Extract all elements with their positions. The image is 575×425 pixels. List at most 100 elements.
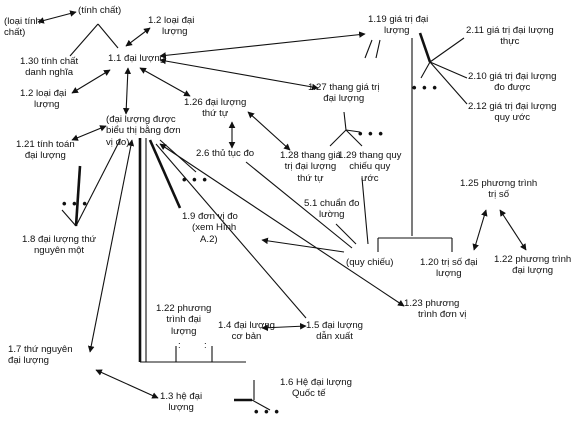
- node-line: 1.2 loại đại: [20, 88, 67, 99]
- node-1-6-he-quoc-te: 1.6 Hệ đại lượng Quốc tế: [280, 377, 352, 400]
- ellipsis-1-8: • • •: [62, 196, 88, 211]
- node-line: 1.22 phương: [156, 303, 212, 314]
- node-1-1-dai-luong: 1.1 đại lượng: [108, 53, 165, 64]
- node-line: trị số: [488, 189, 510, 201]
- link-tinh-chat-1-1: [97, 23, 119, 49]
- node-tinh-chat: (tính chất): [78, 5, 121, 16]
- node-line: quy ước: [494, 112, 531, 124]
- node-line: 1.5 đại lượng: [306, 320, 363, 331]
- node-line: 1.21 tính toán: [16, 139, 75, 150]
- node-line: 1.20 trị số đại: [420, 257, 478, 268]
- node-line: 1.6 Hệ đại lượng: [280, 377, 352, 388]
- node-1-4-dai-luong-co-ban: 1.4 đại lượng cơ bản: [218, 320, 275, 343]
- node-line: A.2): [200, 233, 218, 245]
- node-1-3-he-dai-luong: 1.3 hệ đại lượng: [160, 391, 202, 414]
- link-loai-tinh-chat-tinh-chat: [37, 10, 77, 24]
- node-2-11-gia-tri-thuc: 2.11 giá trị đại lượng thực: [466, 25, 554, 48]
- node-line: đại lượng: [512, 265, 554, 277]
- node-line: 2.12 giá trị đại lượng: [468, 101, 557, 112]
- link-1-27-1-29: [345, 129, 363, 147]
- colon-1-4: :: [204, 340, 207, 351]
- node-line: trình đơn vị: [418, 309, 467, 321]
- node-line: 2.6 thủ tục đo: [196, 148, 255, 159]
- node-line: 1.27 thang giá trị: [308, 82, 380, 93]
- node-line: đại lượng: [8, 355, 49, 367]
- node-line: lượng: [34, 99, 60, 111]
- node-line: 1.29 thang quy: [338, 150, 402, 161]
- node-2-12-gia-tri-quy-uoc: 2.12 giá trị đại lượng quy ước: [468, 101, 556, 124]
- node-line: thực: [500, 36, 520, 48]
- node-line: đại lượng: [24, 150, 66, 162]
- node-2-6-thu-tuc-do: 2.6 thủ tục đo: [196, 148, 254, 159]
- node-1-9-don-vi-do: 1.9 đơn vị đo (xem Hình A.2): [182, 211, 238, 245]
- node-line: trị đại lượng: [284, 161, 337, 173]
- link-1-25-1-22: [499, 209, 527, 251]
- link-1-19-2-10: [429, 61, 468, 79]
- node-line: 1.1 đại lượng: [108, 53, 165, 64]
- link-1-19-2-12: [429, 61, 468, 105]
- link-bieu-thi-1-8: [75, 139, 121, 227]
- node-line: thứ tự: [297, 172, 324, 184]
- link-1-9-1-23: [159, 143, 405, 307]
- node-1-21-tinh-toan: 1.21 tính toán đại lượng: [16, 139, 75, 162]
- ellipsis-1-6: • • •: [254, 404, 280, 419]
- node-line: (quy chiếu): [346, 257, 394, 268]
- colon-1-22: :: [178, 340, 181, 351]
- node-1-23-phuong-trinh-don-vi: 1.23 phương trình đơn vị: [404, 298, 466, 321]
- node-bieu-thi-bang-don-vi-do: (đại lượng được biểu thị bằng đơn vị đo): [106, 114, 181, 148]
- node-line: danh nghĩa: [25, 67, 74, 79]
- link-1-1-1-26: [139, 67, 191, 97]
- node-line: đo được: [494, 82, 531, 94]
- node-5-1-chuan-do-luong: 5.1 chuẩn đo lường: [304, 198, 359, 221]
- node-line: lượng: [436, 268, 462, 280]
- link-1-19-fork-a: [364, 39, 373, 59]
- node-1-25-phuong-trinh-tri-so: 1.25 phương trình trị số: [460, 178, 537, 201]
- node-line: Quốc tế: [292, 388, 326, 400]
- node-line: 1.23 phương: [404, 298, 460, 309]
- node-1-5-dai-luong-dan-xuat: 1.5 đại lượng dẫn xuất: [306, 320, 363, 343]
- link-1-6-kind: [251, 399, 271, 411]
- link-bieu-thi-1-9: [148, 139, 182, 209]
- link-1-8-thick: [74, 165, 82, 227]
- node-1-28-thang-thu-tu: 1.28 thang giá trị đại lượng thứ tự: [280, 150, 341, 184]
- node-1-29-thang-quy-chieu: 1.29 thang quy chiếu quy ước: [338, 150, 401, 184]
- ellipsis-1-19: • • •: [412, 80, 438, 95]
- node-line: 1.22 phương trình: [494, 254, 572, 265]
- node-1-22-phuong-trinh-dai-luong-right: 1.22 phương trình đại lượng: [494, 254, 571, 277]
- link-1-27-stem: [343, 111, 347, 131]
- link-1-1-bieu-thi: [122, 67, 132, 115]
- node-line: (loại tính: [4, 16, 41, 27]
- node-line: 1.8 đại lượng thứ: [22, 234, 97, 245]
- node-1-22-phuong-trinh-dai-luong-mid: 1.22 phương trình đại lượng: [156, 303, 211, 337]
- ellipsis-1-9: • • •: [182, 172, 208, 187]
- node-line: 1.19 giá trị đại: [368, 14, 429, 25]
- link-1-9-quy-chieu: [261, 237, 345, 253]
- node-line: 1.28 thang giá: [280, 150, 341, 161]
- link-tinh-chat-1-30: [69, 23, 99, 57]
- node-loai-tinh-chat: (loại tính chất): [4, 16, 41, 39]
- node-line: 1.26 đại lượng: [184, 97, 247, 108]
- node-line: 1.7 thứ nguyên: [8, 344, 73, 355]
- node-line: chiếu quy: [349, 161, 391, 173]
- node-line: 1.30 tính chất: [20, 56, 79, 67]
- node-1-7-thu-nguyen: 1.7 thứ nguyên đại lượng: [8, 344, 73, 367]
- link-1-29-quy-chieu: [361, 177, 369, 245]
- node-line: ước: [360, 172, 379, 184]
- link-1-19-fork-b: [375, 39, 381, 59]
- link-1-27-1-28: [329, 129, 347, 147]
- link-5-1-quy-chieu: [335, 223, 357, 245]
- node-line: dẫn xuất: [316, 331, 353, 343]
- link-1-25-1-20: [472, 209, 488, 251]
- node-line: nguyên một: [33, 245, 85, 257]
- node-1-27-thang-gia-tri: 1.27 thang giá trị đại lượng: [308, 82, 379, 105]
- node-line: lượng: [168, 402, 194, 414]
- node-line: 1.4 đại lượng: [218, 320, 275, 331]
- node-line: (đại lượng được: [106, 114, 176, 125]
- node-line: vị đo): [106, 136, 130, 148]
- node-line: chất): [4, 27, 26, 39]
- node-1-30-tinh-chat-danh-nghia: 1.30 tính chất danh nghĩa: [20, 56, 78, 79]
- link-1-4-1-5: [261, 322, 307, 332]
- node-line: 5.1 chuẩn đo: [304, 198, 360, 209]
- node-line: cơ bản: [231, 331, 262, 343]
- node-1-20-tri-so: 1.20 trị số đại lượng: [420, 257, 478, 280]
